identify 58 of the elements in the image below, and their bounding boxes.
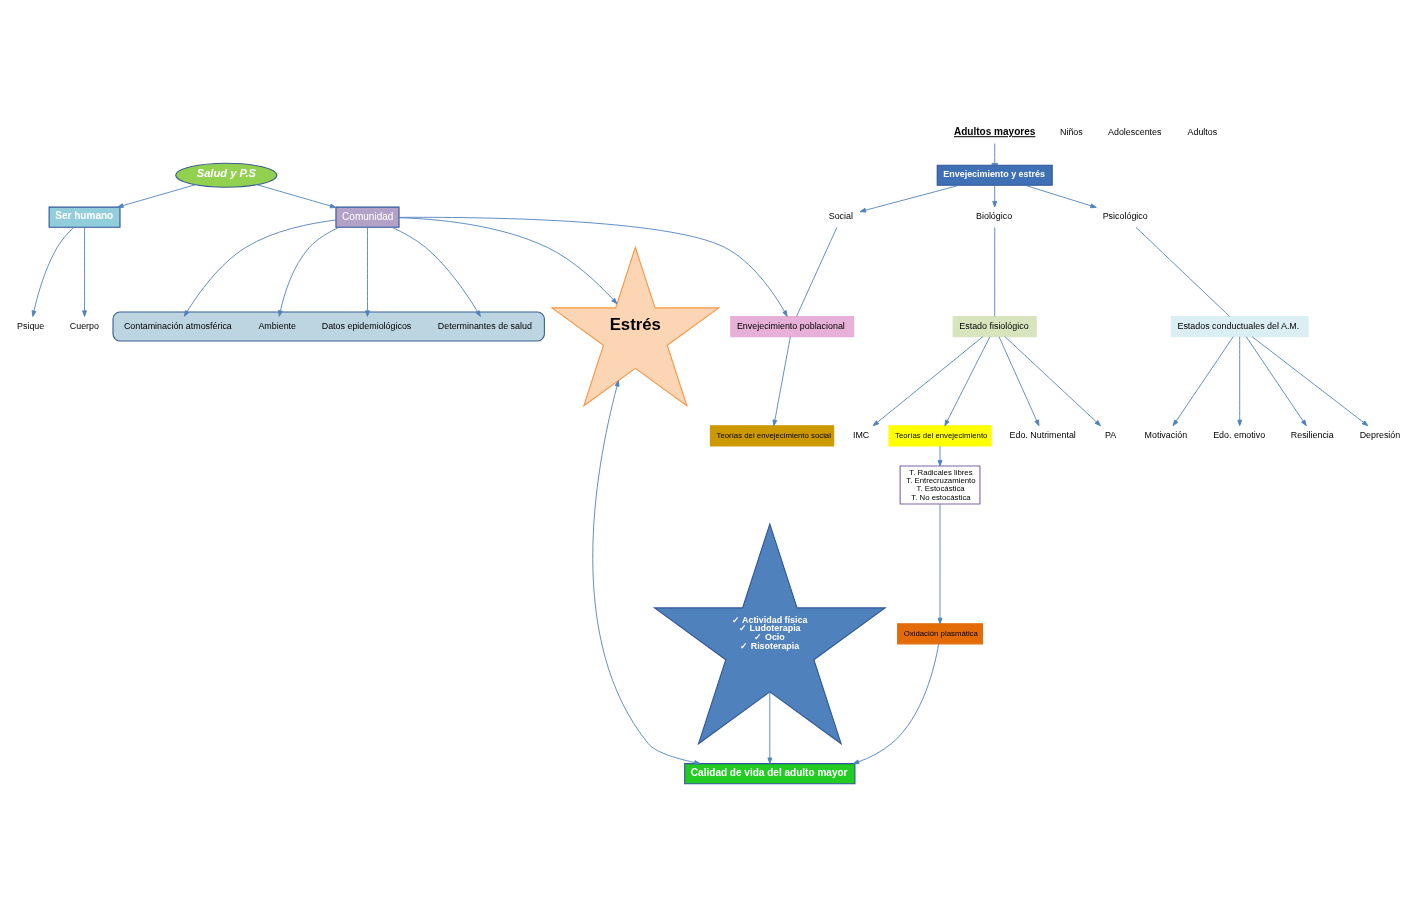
arrow bbox=[82, 226, 87, 317]
arrow bbox=[872, 336, 984, 427]
node-text: Psique bbox=[17, 320, 45, 331]
arrow bbox=[1251, 336, 1369, 427]
connector bbox=[796, 226, 838, 317]
arrow bbox=[1172, 336, 1234, 427]
connector bbox=[1135, 226, 1231, 317]
arrow bbox=[937, 503, 943, 625]
node-text: Adultos mayores bbox=[953, 126, 1036, 138]
arrow bbox=[859, 184, 960, 213]
node-box: Ser humano bbox=[48, 206, 121, 228]
label: Niños bbox=[1060, 127, 1083, 138]
node-text: PA bbox=[1104, 430, 1117, 441]
node-text: Edo. emotivo bbox=[1213, 430, 1266, 441]
arrow bbox=[256, 184, 337, 209]
arrow bbox=[1245, 336, 1307, 427]
arrow bbox=[398, 216, 788, 317]
arrow bbox=[278, 226, 340, 317]
node-text: Cuerpo bbox=[69, 320, 99, 331]
arrow bbox=[998, 336, 1040, 427]
node-text: Contaminación atmosférica bbox=[123, 320, 232, 331]
arrow bbox=[391, 226, 481, 317]
node-box: Calidad de vida del adulto mayor bbox=[684, 763, 856, 785]
node-box: Comunidad bbox=[335, 206, 400, 228]
arrow bbox=[1004, 336, 1101, 427]
node-text: Social bbox=[828, 211, 853, 222]
node-text: Determinantes de salud bbox=[437, 320, 532, 331]
node-text: Edo. Nutrimental bbox=[1009, 430, 1076, 441]
connector bbox=[994, 226, 996, 317]
arrow bbox=[117, 184, 196, 208]
arrow bbox=[767, 691, 773, 764]
arrow bbox=[1024, 184, 1097, 209]
node-text: Depresión bbox=[1359, 430, 1401, 441]
arrow bbox=[944, 336, 991, 427]
arrow bbox=[31, 226, 75, 317]
node-ellipse: Salud y P.S bbox=[175, 162, 278, 188]
arrow bbox=[365, 226, 370, 317]
node-text: Psicológico bbox=[1102, 211, 1148, 222]
arrow bbox=[1237, 336, 1243, 427]
label: Adultos bbox=[1187, 127, 1218, 138]
label: Adolescentes bbox=[1108, 127, 1162, 138]
connector bbox=[991, 143, 998, 166]
arrow bbox=[592, 380, 701, 765]
node-text: Ambiente bbox=[258, 320, 297, 331]
arrow bbox=[772, 336, 791, 427]
node-box: Estados conductuales del A.M. bbox=[1170, 315, 1309, 338]
arrow bbox=[937, 445, 943, 467]
arrow bbox=[992, 185, 998, 208]
arrow bbox=[852, 643, 940, 765]
node-text: Resiliencia bbox=[1290, 430, 1334, 441]
node-text: Biológico bbox=[976, 211, 1013, 222]
node-text: IMC bbox=[852, 430, 870, 441]
arrow bbox=[398, 217, 618, 305]
node-text: Motivación bbox=[1144, 430, 1188, 441]
arrow bbox=[183, 219, 337, 317]
node-box: Estado fisiológico bbox=[952, 315, 1037, 338]
node-text: Datos epidemiológicos bbox=[321, 320, 412, 331]
node-box: Envejecimiento poblacional bbox=[730, 315, 855, 338]
